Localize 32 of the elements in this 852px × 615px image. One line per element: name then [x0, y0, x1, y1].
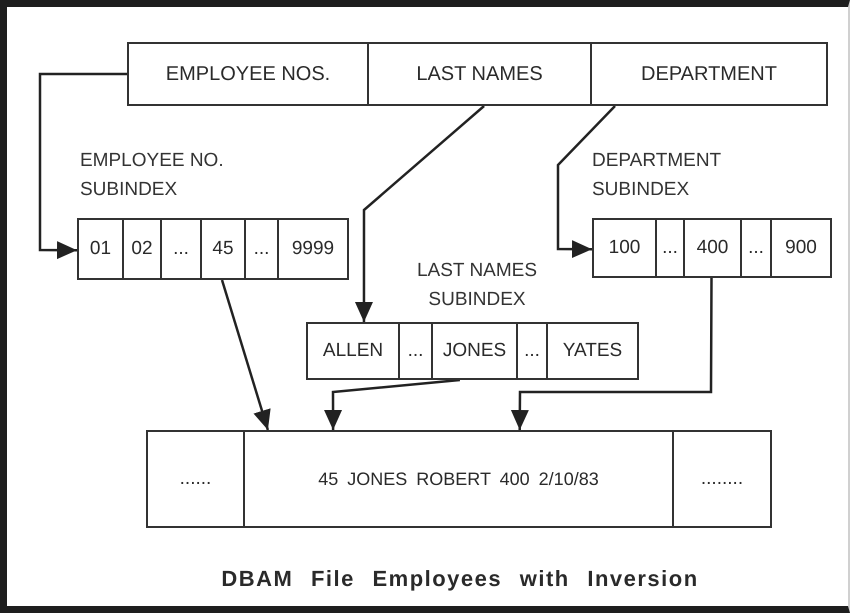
- field-cell: LAST NAMES: [367, 42, 592, 106]
- field-cell: 400: [683, 218, 742, 278]
- field-cell: 900: [770, 218, 832, 278]
- field-cell: 45 JONES ROBERT 400 2/10/83: [243, 430, 674, 528]
- arrow: [324, 378, 460, 430]
- field-cell: ...: [516, 322, 548, 380]
- subindex-heading: EMPLOYEE NO. SUBINDEX: [80, 149, 225, 202]
- diagram-title: DBAM File Employees with Inversion: [220, 565, 700, 593]
- field-cell: 02: [122, 218, 162, 280]
- subindex-heading: LAST NAMES SUBINDEX: [416, 259, 538, 312]
- field-cell: ...: [244, 218, 279, 280]
- field-cell: ...: [160, 218, 202, 280]
- field-cell: ...: [398, 322, 433, 380]
- field-cell: JONES: [431, 322, 518, 380]
- field-cell: ...: [655, 218, 685, 278]
- field-cell: DEPARTMENT: [590, 42, 828, 106]
- field-cell: 45: [200, 218, 246, 280]
- subindex-heading: DEPARTMENT SUBINDEX: [592, 149, 722, 202]
- arrow: [556, 105, 616, 258]
- arrow: [38, 72, 127, 260]
- field-cell: YATES: [546, 322, 639, 380]
- field-cell: EMPLOYEE NOS.: [127, 42, 369, 106]
- field-cell: 100: [592, 218, 657, 278]
- field-cell: ...: [740, 218, 772, 278]
- field-cell: ......: [146, 430, 245, 528]
- field-cell: 01: [77, 218, 124, 280]
- field-cell: ........: [672, 430, 772, 528]
- arrow: [354, 105, 485, 322]
- field-cell: ALLEN: [306, 322, 400, 380]
- arrow: [220, 280, 271, 430]
- arrow: [510, 278, 713, 430]
- field-cell: 9999: [277, 218, 349, 280]
